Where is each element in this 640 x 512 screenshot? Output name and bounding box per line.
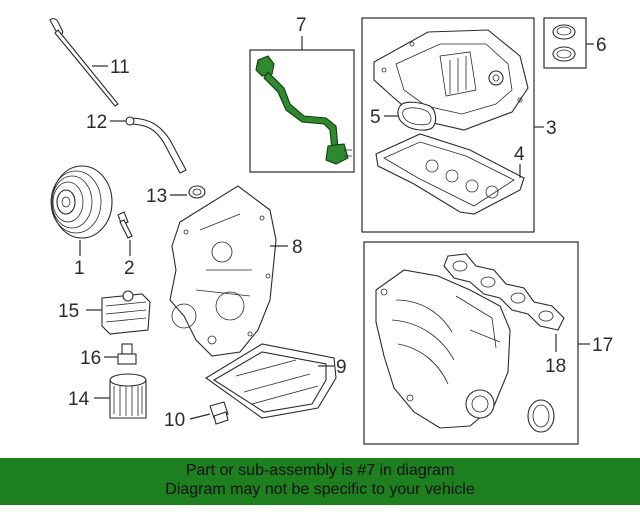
valve-cover-part-3[interactable]	[373, 29, 529, 131]
callout-18: 18	[545, 356, 566, 377]
callout-8: 8	[292, 237, 303, 258]
callout-17: 17	[592, 335, 613, 356]
callout-16: 16	[80, 348, 101, 369]
callout-5: 5	[370, 107, 381, 128]
crank-pulley-part-1[interactable]	[50, 165, 113, 239]
leader-10	[189, 413, 211, 420]
callout-6: 6	[596, 35, 607, 56]
pcv-hose-part-7[interactable]	[255, 55, 352, 165]
oil-pan-part-9[interactable]	[205, 343, 337, 419]
oil-filter-part-14[interactable]	[109, 373, 147, 419]
oil-filler-cap-part-6[interactable]	[552, 24, 576, 62]
footer-banner: Part or sub-assembly is #7 in diagram Di…	[0, 458, 640, 505]
footer-line-1: Part or sub-assembly is #7 in diagram	[185, 462, 455, 479]
callout-7: 7	[296, 15, 307, 36]
intake-manifold-part-17[interactable]	[375, 269, 511, 429]
callout-10: 10	[164, 410, 185, 431]
throttle-seal-ring[interactable]	[527, 399, 555, 433]
seal-part-5[interactable]	[397, 101, 437, 131]
footer-line-2: Diagram may not be specific to your vehi…	[165, 481, 475, 498]
callout-14: 14	[68, 389, 90, 410]
o-ring-part-13[interactable]	[188, 185, 206, 199]
bolt-part-2[interactable]	[117, 211, 133, 239]
drain-plug-part-10[interactable]	[209, 401, 229, 425]
callout-9: 9	[336, 357, 347, 378]
callout-2: 2	[124, 258, 135, 279]
parts-diagram: 11 12 13 1 2 8	[49, 15, 613, 445]
callout-15: 15	[58, 301, 79, 322]
manifold-gasket-part-18[interactable]	[443, 253, 565, 331]
callout-4: 4	[514, 144, 525, 165]
timing-cover-part-8[interactable]	[169, 185, 277, 357]
callout-1: 1	[74, 258, 85, 279]
part-3-box	[361, 17, 535, 233]
part-6-box	[543, 17, 587, 69]
callout-13: 13	[146, 186, 167, 207]
callout-11: 11	[110, 57, 130, 78]
callout-12: 12	[86, 112, 107, 133]
fitting-part-16[interactable]	[117, 343, 137, 365]
part-17-box	[363, 241, 579, 445]
oil-cooler-part-15[interactable]	[101, 290, 151, 335]
dipstick-part-11[interactable]	[49, 18, 119, 107]
callout-3: 3	[546, 118, 557, 139]
valve-cover-gasket-part-4[interactable]	[375, 133, 525, 215]
dipstick-tube-part-12[interactable]	[125, 116, 187, 174]
